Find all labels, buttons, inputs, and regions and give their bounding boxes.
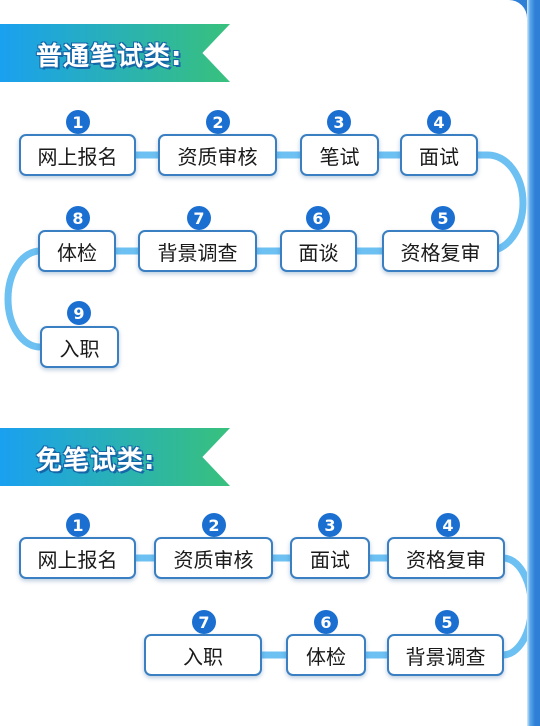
step-box-requalification: 资格复审 xyxy=(387,537,505,579)
step-number-badge: 9 xyxy=(67,301,91,325)
step-label: 网上报名 xyxy=(37,547,118,572)
step-label: 入职 xyxy=(59,336,100,361)
step-number-badge: 8 xyxy=(66,206,90,230)
step-box-medical-exam: 体检 xyxy=(38,230,116,272)
step-label: 入职 xyxy=(183,644,223,669)
step-box-register: 网上报名 xyxy=(19,134,136,176)
step-number-badge: 3 xyxy=(318,513,342,537)
step-label: 资质审核 xyxy=(177,144,258,169)
step-number-badge: 4 xyxy=(427,110,451,134)
step-box-requalification: 资格复审 xyxy=(382,230,499,272)
step-box-register: 网上报名 xyxy=(19,537,136,579)
step-box-interview: 面试 xyxy=(400,134,478,176)
section-banner-no-written-exam: 免笔试类: xyxy=(0,428,230,486)
step-number-badge: 3 xyxy=(327,110,351,134)
step-label: 资格复审 xyxy=(406,547,486,572)
step-label: 资质审核 xyxy=(173,547,254,572)
step-label: 背景调查 xyxy=(405,644,486,669)
step-number-badge: 1 xyxy=(66,110,90,134)
step-number-badge: 4 xyxy=(436,513,460,537)
step-box-background-check: 背景调查 xyxy=(138,230,257,272)
step-box-onboarding: 入职 xyxy=(144,634,262,676)
step-label: 资格复审 xyxy=(400,240,481,265)
step-box-talk: 面谈 xyxy=(280,230,357,272)
connector-lines xyxy=(4,151,527,659)
step-label: 体检 xyxy=(306,644,346,669)
step-box-qualification-review: 资质审核 xyxy=(158,134,277,176)
step-box-medical-exam: 体检 xyxy=(286,634,366,676)
step-number-badge: 6 xyxy=(314,610,338,634)
step-label: 面试 xyxy=(419,144,459,169)
step-number-badge: 7 xyxy=(192,610,216,634)
step-number-badge: 1 xyxy=(66,513,90,537)
step-label: 面试 xyxy=(310,547,350,572)
step-box-interview: 面试 xyxy=(290,537,370,579)
page-edge xyxy=(527,0,540,726)
section-banner-written-exam: 普通笔试类: xyxy=(0,24,230,82)
step-number-badge: 7 xyxy=(187,206,211,230)
step-label: 笔试 xyxy=(319,144,360,169)
step-number-badge: 2 xyxy=(202,513,226,537)
section-title: 普通笔试类: xyxy=(36,42,183,72)
section-title: 免笔试类: xyxy=(36,446,156,476)
step-box-qualification-review: 资质审核 xyxy=(154,537,273,579)
step-box-background-check: 背景调查 xyxy=(387,634,504,676)
step-label: 体检 xyxy=(57,240,97,265)
step-label: 面谈 xyxy=(298,240,339,265)
step-number-badge: 5 xyxy=(435,610,459,634)
step-number-badge: 5 xyxy=(431,206,455,230)
step-number-badge: 2 xyxy=(206,110,230,134)
step-label: 网上报名 xyxy=(37,144,118,169)
step-box-onboarding: 入职 xyxy=(40,326,119,368)
step-box-written-exam: 笔试 xyxy=(300,134,379,176)
step-number-badge: 6 xyxy=(306,206,330,230)
step-label: 背景调查 xyxy=(157,240,238,265)
